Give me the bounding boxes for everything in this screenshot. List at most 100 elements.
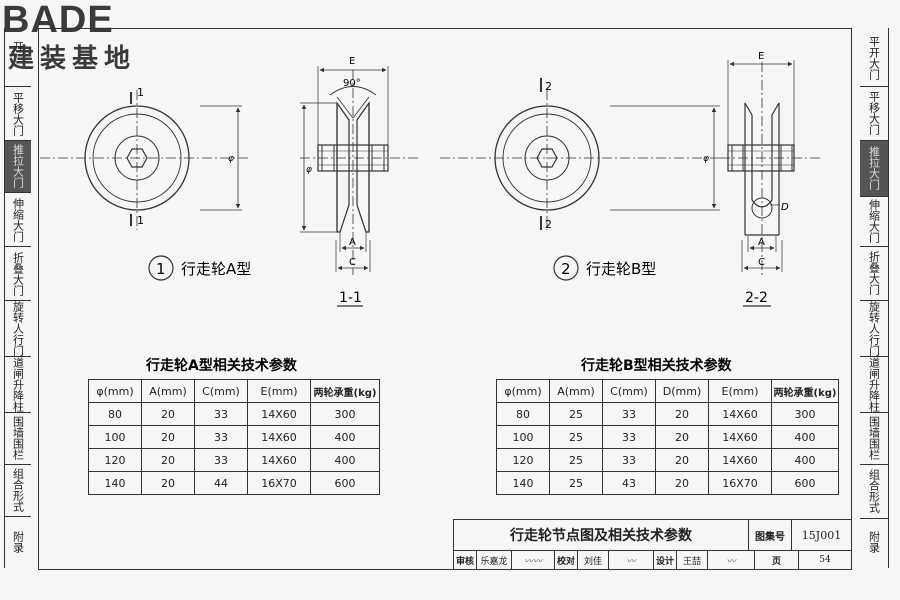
right-tab-9[interactable]: 附录: [867, 531, 881, 553]
right-tab-2[interactable]: 推拉大门: [860, 140, 888, 196]
left-tab-0[interactable]: 开: [11, 40, 25, 52]
table-a-header: A(mm): [141, 379, 195, 403]
dim-a-label-a: A: [349, 237, 356, 248]
table-cell: 14X60: [247, 402, 311, 426]
diameter-label-a: φ: [228, 154, 234, 164]
design-name: 王喆: [677, 551, 708, 569]
atlas-no: 15J001: [801, 528, 842, 542]
brand-logo: BADE: [2, 0, 114, 41]
right-tab-4[interactable]: 折叠大门: [867, 251, 881, 295]
right-tab-3[interactable]: 伸缩大门: [867, 199, 881, 243]
page-label: 页: [755, 551, 799, 569]
review-name: 乐嘉龙: [477, 551, 512, 569]
table-b-header: C(mm): [602, 379, 656, 403]
check-label: 校对: [555, 551, 578, 569]
page-no: 54: [819, 555, 831, 565]
drawing-number-a: 1: [156, 260, 166, 278]
wheel-b-front-view: [440, 78, 722, 230]
table-cell: 20: [655, 471, 709, 495]
check-name: 刘佳: [578, 551, 609, 569]
left-tab-7[interactable]: 围墙围栏: [11, 416, 25, 460]
table-cell: 80: [496, 402, 550, 426]
section-label-a: 1-1: [339, 290, 362, 306]
right-tab-column: 平开大门 平移大门 推拉大门 伸缩大门 折叠大门 旋转人行门 道闸升降柱 围墙围…: [860, 28, 889, 568]
table-cell: 14X60: [708, 425, 772, 449]
left-tab-5[interactable]: 旋转人行门: [11, 300, 25, 356]
table-a-title: 行走轮A型相关技术参数: [145, 357, 298, 374]
design-signature: 〰: [708, 551, 755, 569]
dim-a-label-b: A: [758, 237, 765, 248]
left-tab-6[interactable]: 道闸升降柱: [11, 356, 25, 412]
drawing-number-a-circle: [148, 255, 174, 281]
wheel-a-side-view: [300, 66, 420, 275]
table-b-header: D(mm): [655, 379, 709, 403]
brand-subtitle: 建装基地: [8, 44, 137, 74]
table-cell: 25: [549, 471, 603, 495]
right-tab-7[interactable]: 围墙围栏: [867, 416, 881, 460]
section-label-b: 2-2: [745, 290, 768, 306]
title-block: 行走轮节点图及相关技术参数 图集号 15J001 审核 乐嘉龙 〰〰 校对 刘佳…: [453, 519, 851, 569]
table-a-header-row: φ(mm) A(mm) C(mm) E(mm) 两轮承重(kg): [88, 379, 380, 403]
table-cell: 20: [141, 402, 195, 426]
right-tab-5[interactable]: 旋转人行门: [867, 300, 881, 356]
table-cell: 20: [655, 448, 709, 472]
review-signature: 〰〰: [512, 551, 555, 569]
dim-c-label-a: C: [349, 257, 356, 268]
left-tab-1[interactable]: 平移大门: [11, 92, 25, 136]
dim-e-label-b: E: [758, 51, 764, 62]
table-cell: 33: [602, 425, 656, 449]
table-cell: 600: [310, 471, 380, 495]
design-label: 设计: [654, 551, 677, 569]
diameter-label-a-side: φ: [306, 165, 312, 175]
left-tab-column: 开 平移大门 推拉大门 伸缩大门 折叠大门 旋转人行门 道闸升降柱 围墙围栏 组…: [4, 28, 31, 568]
right-tab-0[interactable]: 平开大门: [867, 36, 881, 80]
table-cell: 120: [496, 448, 550, 472]
left-tab-3[interactable]: 伸缩大门: [11, 198, 25, 242]
table-b: φ(mm) A(mm) C(mm) D(mm) E(mm) 两轮承重(kg) 8…: [496, 379, 839, 495]
table-cell: 20: [141, 448, 195, 472]
table-cell: 14X60: [247, 425, 311, 449]
table-cell: 33: [194, 448, 248, 472]
table-cell: 20: [655, 402, 709, 426]
wheel-a-front-view: [40, 90, 250, 230]
table-cell: 400: [310, 448, 380, 472]
section-mark-a-top: 1: [137, 86, 144, 99]
right-tab-1[interactable]: 平移大门: [867, 91, 881, 135]
atlas-no-label: 图集号: [749, 520, 792, 550]
table-cell: 20: [141, 425, 195, 449]
table-cell: 33: [602, 448, 656, 472]
review-label: 审核: [454, 551, 477, 569]
table-a-header: C(mm): [194, 379, 248, 403]
table-a-header: E(mm): [247, 379, 311, 403]
table-cell: 16X70: [247, 471, 311, 495]
dim-c-label-b: C: [758, 257, 765, 268]
table-cell: 25: [549, 425, 603, 449]
table-cell: 43: [602, 471, 656, 495]
angle-label-a: 90°: [343, 78, 361, 89]
drawing-caption-a: 行走轮A型: [181, 260, 251, 278]
left-tab-9[interactable]: 附录: [11, 531, 25, 553]
left-tab-8[interactable]: 组合形式: [11, 468, 25, 512]
right-tab-6[interactable]: 道闸升降柱: [867, 356, 881, 412]
table-cell: 25: [549, 448, 603, 472]
drawing-caption-b: 行走轮B型: [586, 260, 656, 278]
table-b-header: φ(mm): [496, 379, 550, 403]
section-mark-b-top: 2: [545, 80, 552, 93]
drawing-number-b-circle: [553, 255, 579, 281]
table-cell: 120: [88, 448, 142, 472]
table-cell: 33: [194, 402, 248, 426]
right-tab-8[interactable]: 组合形式: [867, 469, 881, 513]
table-cell: 44: [194, 471, 248, 495]
table-b-header: E(mm): [708, 379, 772, 403]
left-tab-2[interactable]: 推拉大门: [5, 140, 31, 192]
table-cell: 100: [496, 425, 550, 449]
left-tab-4[interactable]: 折叠大门: [11, 252, 25, 296]
table-cell: 80: [88, 402, 142, 426]
table-cell: 20: [141, 471, 195, 495]
